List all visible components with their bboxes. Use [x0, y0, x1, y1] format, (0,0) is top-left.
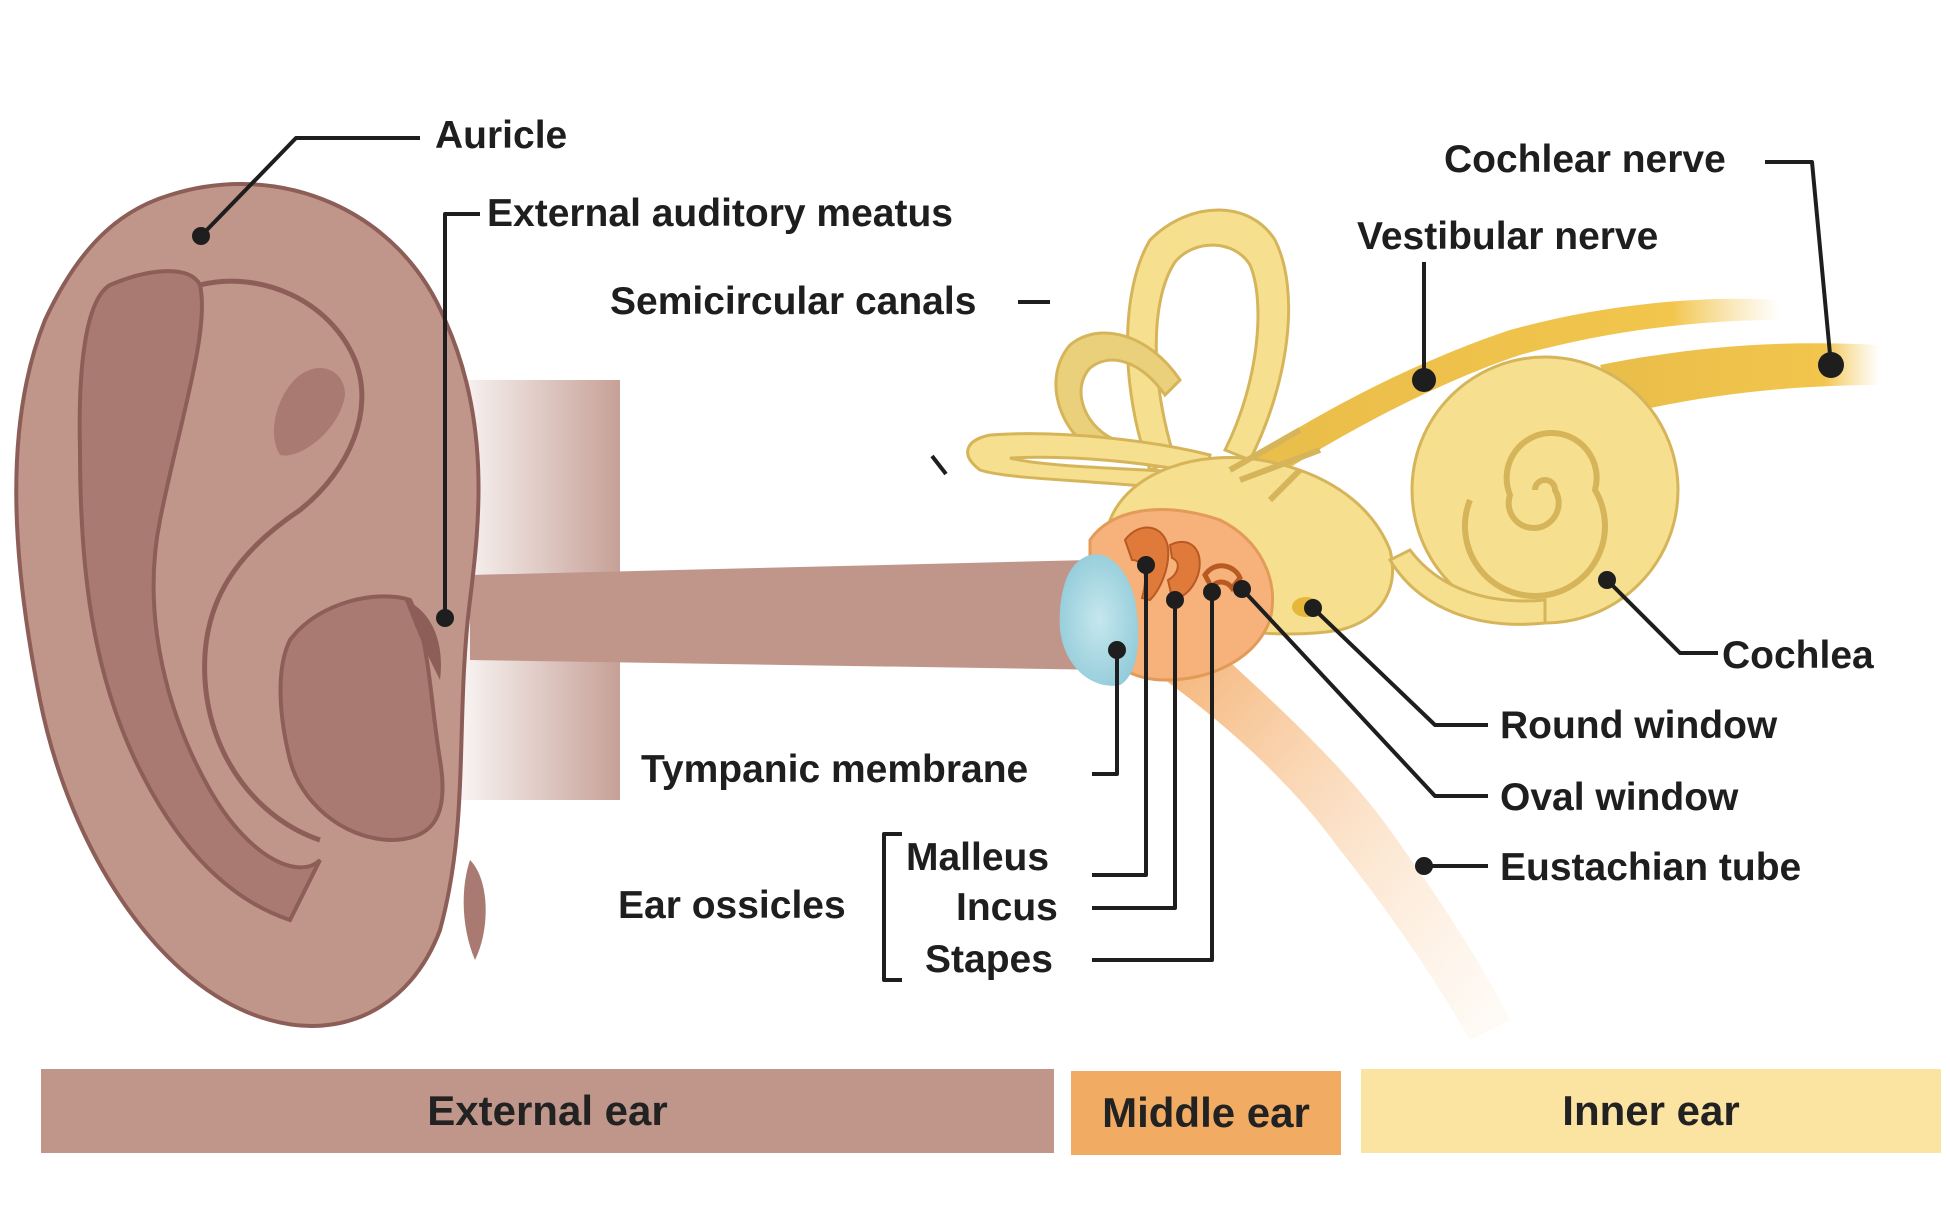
leader-meatus — [443, 212, 480, 618]
leader-lines — [199, 136, 1833, 982]
dot-tympanic — [1108, 641, 1126, 659]
leader-stapes — [1092, 592, 1214, 962]
leader-dots — [192, 227, 1844, 875]
label-round-window: Round window — [1500, 704, 1778, 747]
dot-meatus — [436, 609, 454, 627]
leader-tympanic — [1092, 650, 1119, 776]
label-semicircular-canals: Semicircular canals — [610, 280, 977, 323]
leader-oval-window — [1240, 587, 1488, 798]
dot-oval-window — [1233, 580, 1251, 598]
dot-cochlea — [1598, 571, 1616, 589]
dot-stapes — [1203, 583, 1221, 601]
label-auricle: Auricle — [435, 114, 568, 157]
leader-cochlea — [1605, 578, 1718, 655]
dot-round-window — [1304, 599, 1322, 617]
nerve-fibers — [1228, 427, 1322, 503]
vestibular-nerve-shape — [1240, 298, 1780, 490]
label-vestibular-nerve: Vestibular nerve — [1357, 215, 1659, 258]
leader-semicircular-bracket — [930, 454, 948, 476]
label-cochlea: Cochlea — [1722, 634, 1874, 677]
label-cochlear-nerve: Cochlear nerve — [1444, 138, 1726, 181]
dot-incus — [1166, 591, 1184, 609]
dot-eustachian — [1415, 857, 1433, 875]
lobe-detail — [463, 860, 486, 960]
ear-canal — [470, 560, 1110, 670]
leader-ossicles-bracket — [882, 832, 902, 982]
helix-fold — [77, 269, 322, 923]
label-eustachian-tube: Eustachian tube — [1500, 846, 1802, 889]
concha — [278, 594, 445, 843]
leader-auricle — [199, 136, 420, 238]
region-label-inner-ear: Inner ear — [1562, 1087, 1740, 1134]
label-ear-ossicles: Ear ossicles — [618, 884, 846, 927]
leader-incus — [1092, 600, 1177, 910]
external-ear — [14, 182, 1110, 1028]
label-tympanic-membrane: Tympanic membrane — [641, 748, 1029, 791]
leader-round-window — [1311, 606, 1488, 727]
region-label-middle-ear: Middle ear — [1102, 1089, 1310, 1136]
leader-cochlear — [1765, 160, 1833, 366]
region-label-external-ear: External ear — [427, 1087, 668, 1134]
region-band-middle-ear: Middle ear — [1071, 1071, 1341, 1155]
semicircular-canal-anterior — [1126, 208, 1291, 472]
label-external-auditory-meatus: External auditory meatus — [487, 192, 953, 235]
middle-ear — [1059, 508, 1510, 1040]
antihelix — [199, 278, 365, 843]
semicircular-canal-posterior — [1054, 331, 1182, 462]
label-stapes: Stapes — [925, 938, 1053, 981]
cochlear-nerve-shape — [1600, 343, 1880, 415]
cochlea-shape — [1387, 355, 1680, 626]
label-incus: Incus — [956, 886, 1058, 929]
region-band-external-ear: External ear — [41, 1069, 1054, 1153]
dot-malleus — [1137, 556, 1155, 574]
dot-vestibular — [1412, 368, 1436, 392]
triangular-fossa — [273, 367, 345, 456]
label-malleus: Malleus — [906, 836, 1050, 879]
region-band-inner-ear: Inner ear — [1361, 1069, 1941, 1153]
label-oval-window: Oval window — [1500, 776, 1739, 819]
dot-auricle — [192, 227, 210, 245]
canal-opening — [405, 600, 441, 680]
leader-malleus — [1092, 565, 1148, 877]
eustachian-tube-shape — [1165, 630, 1510, 1040]
dot-cochlear — [1818, 352, 1844, 378]
